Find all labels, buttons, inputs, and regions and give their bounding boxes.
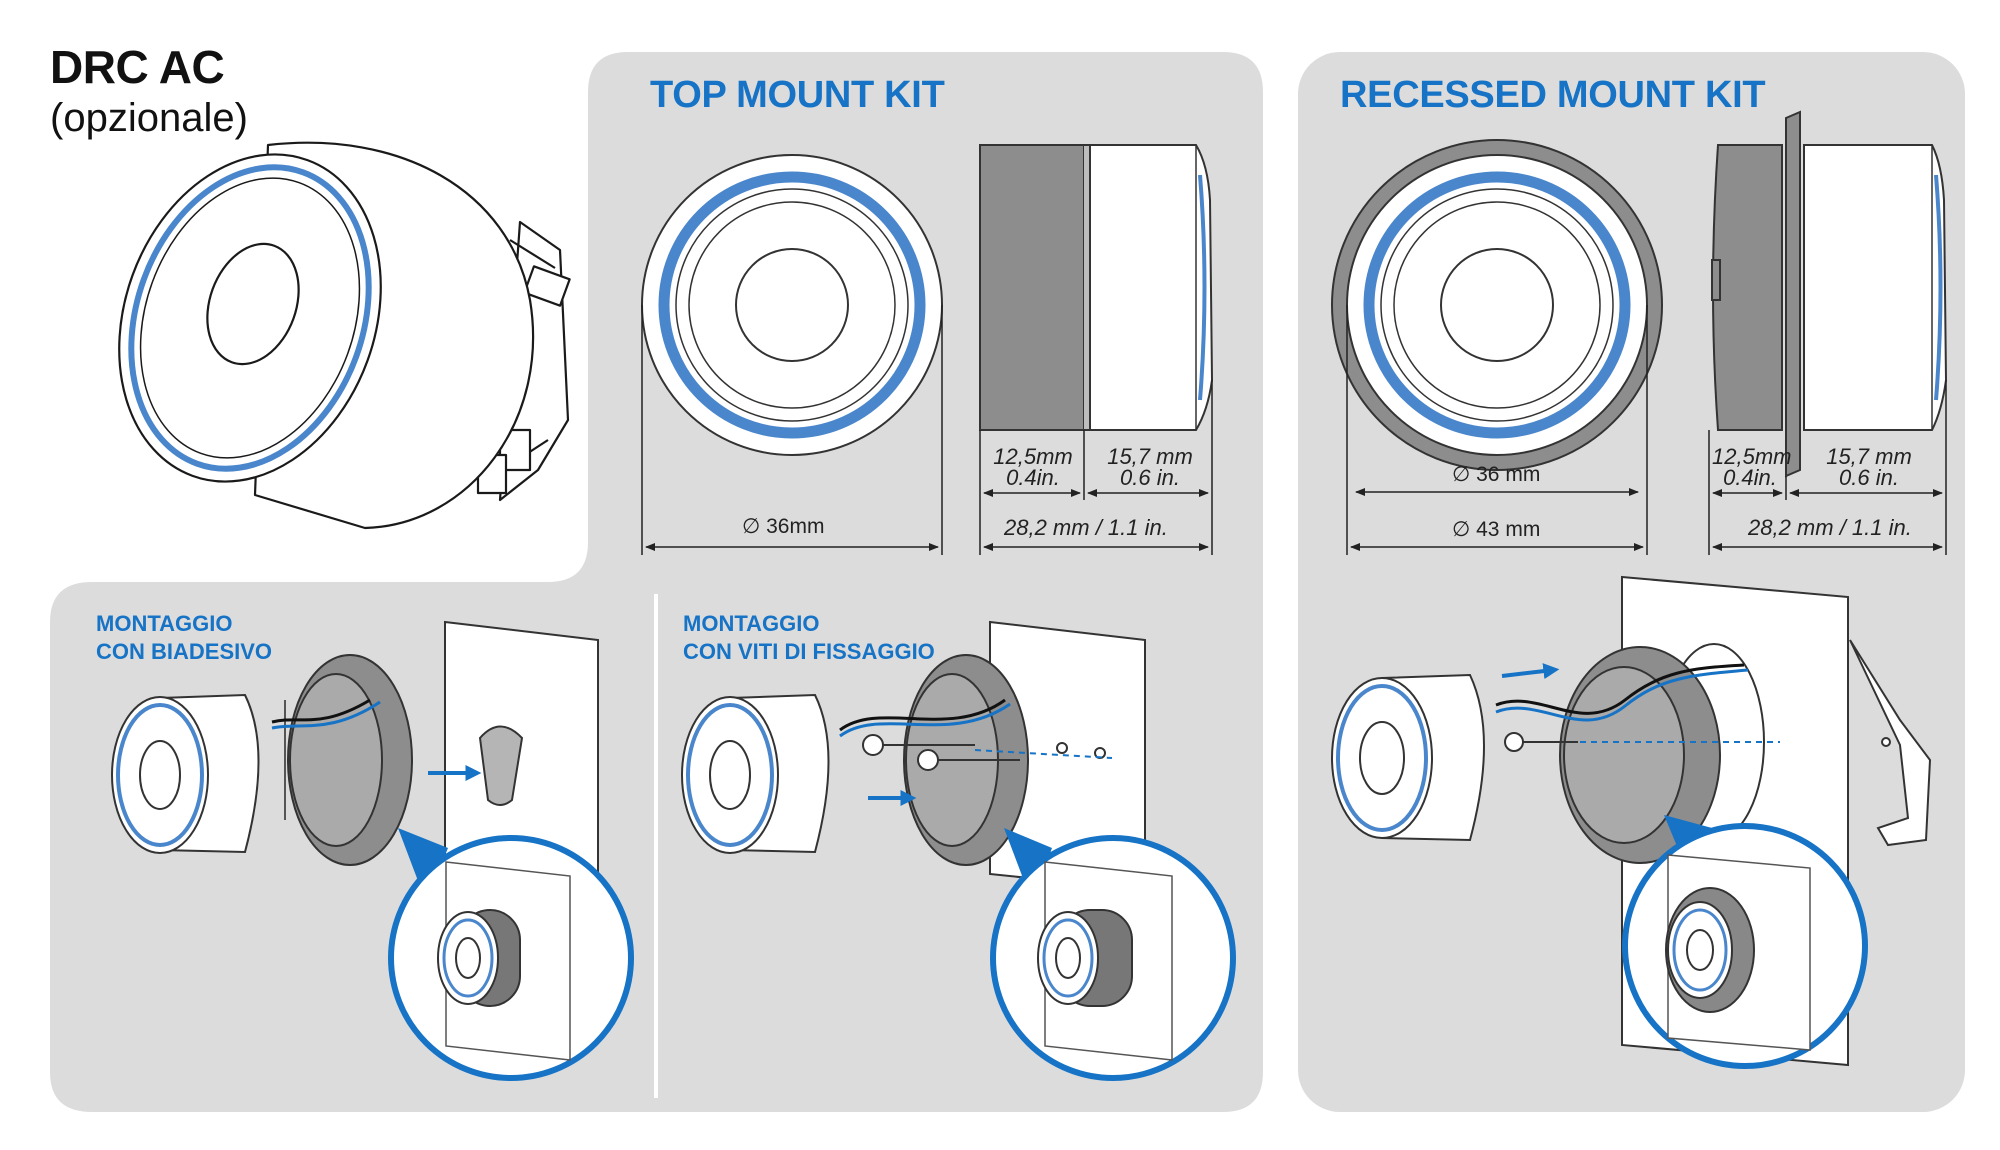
top-mount-dimension-lines <box>641 305 1213 555</box>
product-subtitle: (opzionale) <box>50 96 248 140</box>
recessed-mount-kit-title: RECESSED MOUNT KIT <box>1340 74 1766 116</box>
top-mount-diameter-label: ∅ 36mm <box>742 515 825 538</box>
recessed-mount-back-depth-mm: 12,5mm <box>1712 444 1792 469</box>
recessed-mount-back-depth-in: 0.4in. <box>1723 465 1777 490</box>
recessed-mount-dimension-lines <box>1346 305 1947 555</box>
screw-mounting-line2: CON VITI DI FISSAGGIO <box>683 639 935 664</box>
top-mount-front-depth: 15,7 mm 0.6 in. <box>1096 444 1204 490</box>
screw-mounting-label: MONTAGGIO CON VITI DI FISSAGGIO <box>683 610 935 666</box>
top-mount-back-depth-mm: 12,5mm <box>993 444 1073 469</box>
screw-mounting-line1: MONTAGGIO <box>683 611 820 636</box>
top-mount-back-depth-in: 0.4in. <box>1006 465 1060 490</box>
top-mount-front-depth-mm: 15,7 mm <box>1107 444 1193 469</box>
top-mount-front-depth-in: 0.6 in. <box>1120 465 1180 490</box>
drc-ac-device-illustration <box>118 141 571 530</box>
recessed-mount-front-view <box>1331 139 1663 471</box>
recessed-mount-back-depth: 12,5mm 0.4in. <box>1712 444 1792 490</box>
recessed-mount-inner-diameter-label: ∅ 36 mm <box>1452 463 1541 486</box>
recessed-mount-total-depth: 28,2 mm / 1.1 in. <box>1748 515 1912 540</box>
adhesive-mounting-line1: MONTAGGIO <box>96 611 233 636</box>
top-mount-back-depth: 12,5mm 0.4in. <box>986 444 1080 490</box>
top-mount-front-view <box>641 154 943 456</box>
recessed-mount-side-view <box>1711 110 1948 478</box>
adhesive-mount-illustration <box>111 620 634 1081</box>
recessed-mount-illustration <box>1331 575 1932 1069</box>
recessed-mount-front-depth: 15,7 mm 0.6 in. <box>1810 444 1928 490</box>
adhesive-mounting-line2: CON BIADESIVO <box>96 639 273 664</box>
recessed-mount-front-depth-mm: 15,7 mm <box>1826 444 1912 469</box>
section-divider <box>654 594 658 1098</box>
product-title: DRC AC <box>50 41 225 93</box>
adhesive-mounting-label: MONTAGGIO CON BIADESIVO <box>96 610 272 666</box>
screw-mount-illustration <box>681 620 1236 1081</box>
recessed-mount-front-depth-in: 0.6 in. <box>1839 465 1899 490</box>
top-mount-side-view <box>979 144 1214 431</box>
top-mount-total-depth: 28,2 mm / 1.1 in. <box>1004 515 1168 540</box>
recessed-mount-outer-diameter-label: ∅ 43 mm <box>1452 518 1541 541</box>
top-mount-kit-title: TOP MOUNT KIT <box>650 74 945 116</box>
